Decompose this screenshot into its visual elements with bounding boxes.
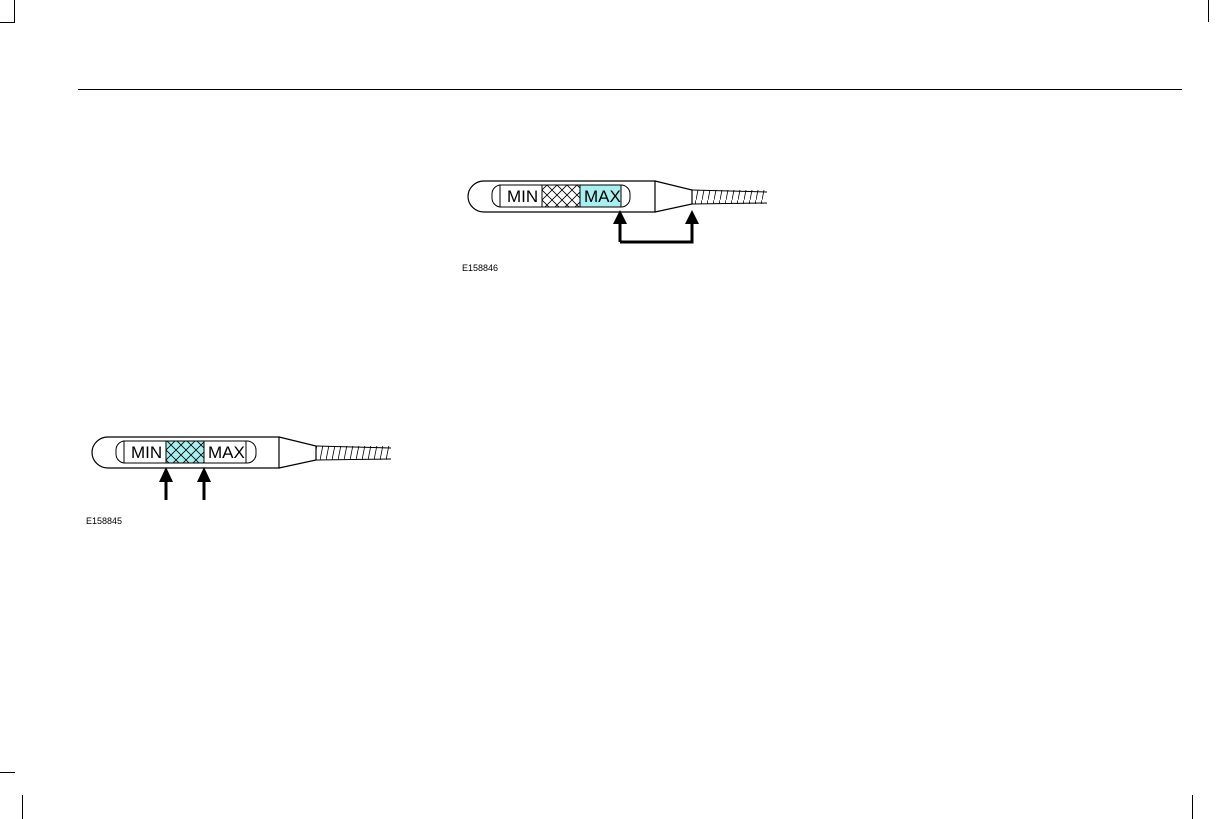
max-label: MAX (584, 187, 621, 206)
figure-caption: E158846 (462, 263, 498, 273)
arrow-up-icon (159, 467, 173, 482)
crosshatch-zone (166, 441, 204, 463)
min-label: MIN (507, 187, 538, 206)
dipstick-illustration: MIN MAX (86, 430, 406, 505)
dipstick-illustration: MIN MAX (462, 170, 782, 250)
figure-e158845: MIN MAX E158845 (86, 430, 406, 530)
arrow-up-icon (197, 467, 211, 482)
crosshatch-zone (542, 185, 580, 207)
figure-caption: E158845 (86, 516, 122, 526)
crop-mark-bottom-left (22, 795, 23, 819)
header-rule (78, 89, 1182, 90)
max-label: MAX (208, 443, 245, 462)
crop-mark-bottom-left-h (0, 772, 15, 773)
min-label: MIN (131, 443, 162, 462)
crop-mark-top-left-h (0, 22, 15, 23)
crop-mark-top-right (1208, 0, 1209, 22)
arrow-up-icon (685, 210, 699, 224)
crop-mark-bottom-right (1192, 795, 1193, 819)
crop-mark-top-left (14, 0, 15, 22)
bracket-indicator (620, 220, 692, 242)
dipstick-taper (279, 437, 316, 468)
figure-e158846: MIN MAX E158846 (462, 170, 782, 270)
dipstick-taper (655, 181, 692, 212)
